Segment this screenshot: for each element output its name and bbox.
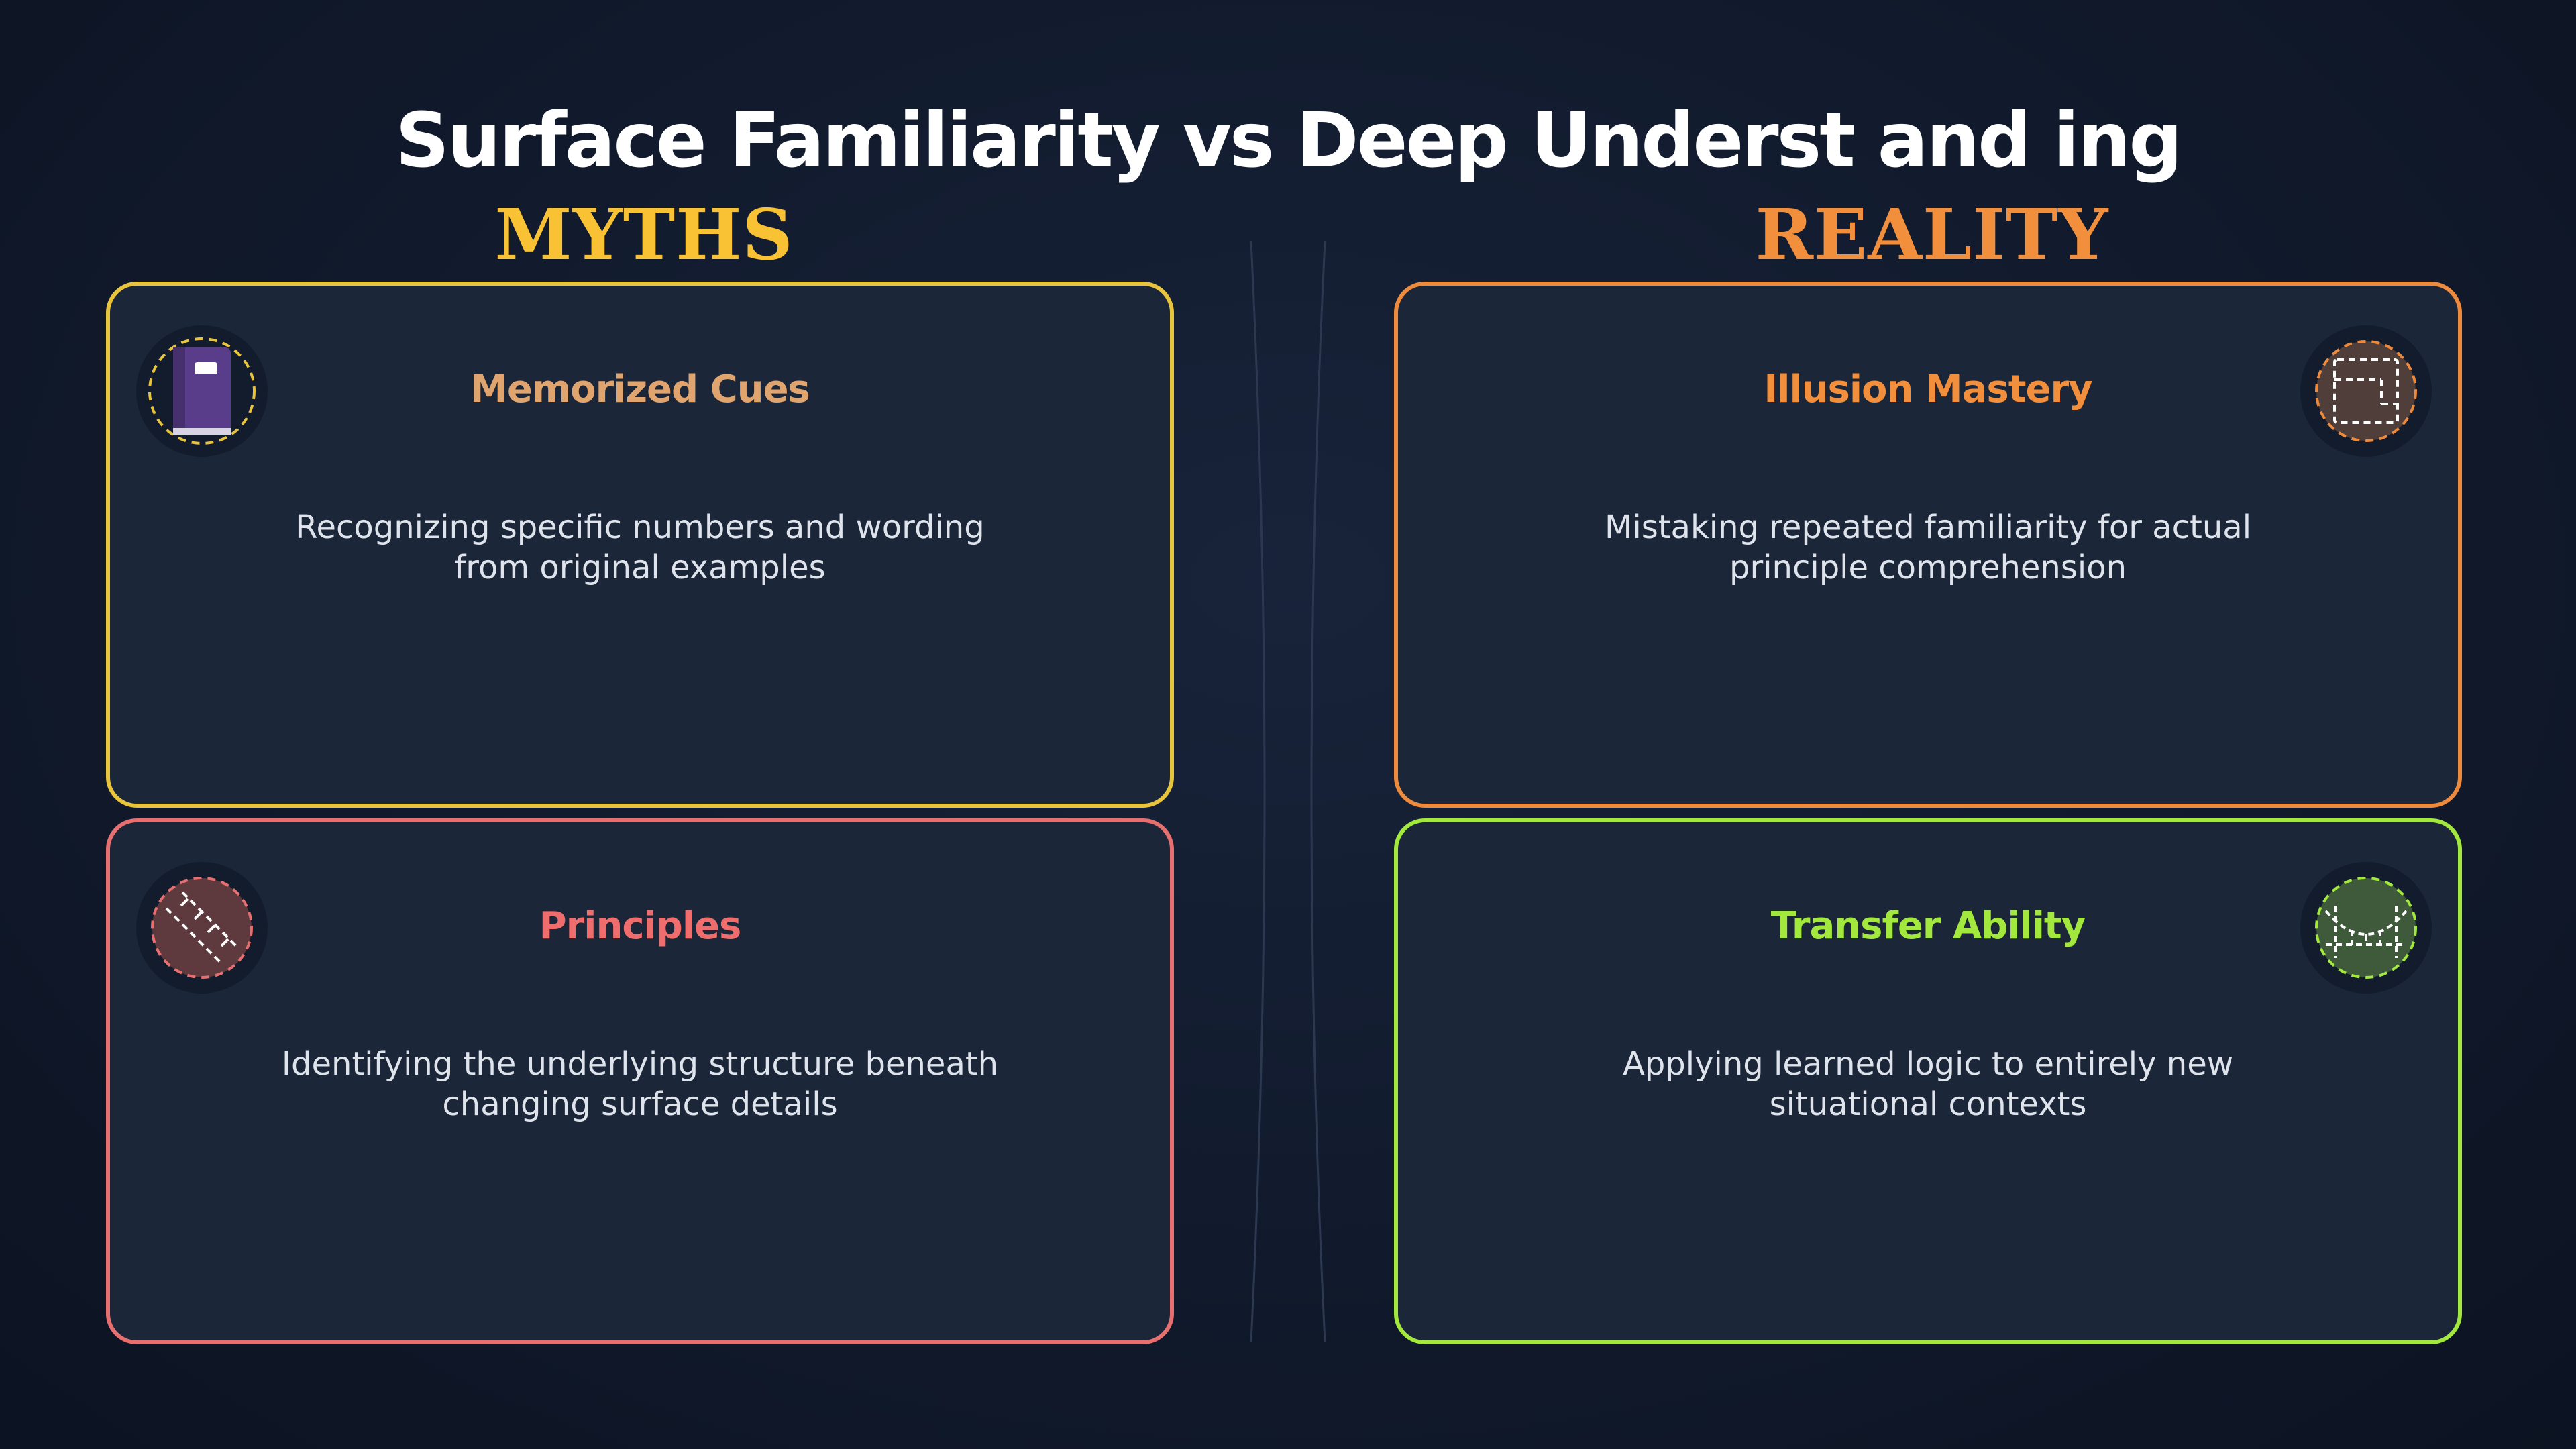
page-title: Surface Familiarity vs Deep Underst and … <box>395 97 2182 184</box>
card-description: Identifying the underlying structure ben… <box>281 1045 999 1123</box>
ruler-icon <box>131 857 272 998</box>
myths-heading: MYTHS <box>494 193 794 276</box>
notebook-icon <box>131 321 272 462</box>
card-memorized-cues: Memorized Cues Recognizing specific numb… <box>106 282 1174 808</box>
card-description: Recognizing specific numbers and wording… <box>295 508 985 586</box>
bridge-icon <box>2296 857 2436 998</box>
frame-icon <box>2296 321 2436 462</box>
card-description: Applying learned logic to entirely new s… <box>1623 1045 2233 1123</box>
card-principles: Principles Identifying the underlying st… <box>106 818 1174 1344</box>
center-divider <box>1250 241 1326 1342</box>
card-title: Illusion Mastery <box>1764 368 2092 411</box>
card-transfer-ability: Transfer Ability Applying learned logic … <box>1394 818 2462 1344</box>
reality-heading: REALITY <box>1755 193 2109 276</box>
card-title: Principles <box>539 904 742 948</box>
card-illusion-mastery: Illusion Mastery Mistaking repeated fami… <box>1394 282 2462 808</box>
card-description: Mistaking repeated familiarity for actua… <box>1604 508 2252 586</box>
card-title: Transfer Ability <box>1770 904 2086 948</box>
card-title: Memorized Cues <box>470 368 810 411</box>
